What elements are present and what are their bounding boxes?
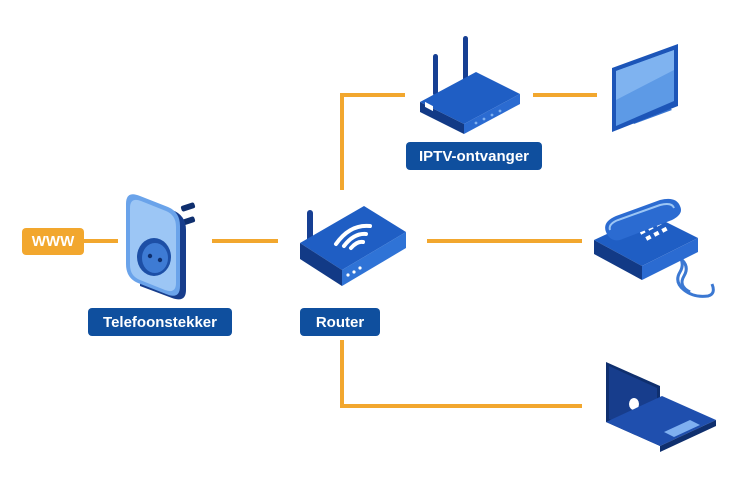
line-router-to-iptv: [340, 93, 405, 190]
telefoonstekker-label: Telefoonstekker: [88, 308, 232, 336]
line-router-to-laptop: [340, 340, 582, 408]
iptv-label: IPTV-ontvanger: [406, 142, 542, 170]
www-label: WWW: [22, 228, 84, 255]
router-label: Router: [300, 308, 380, 336]
